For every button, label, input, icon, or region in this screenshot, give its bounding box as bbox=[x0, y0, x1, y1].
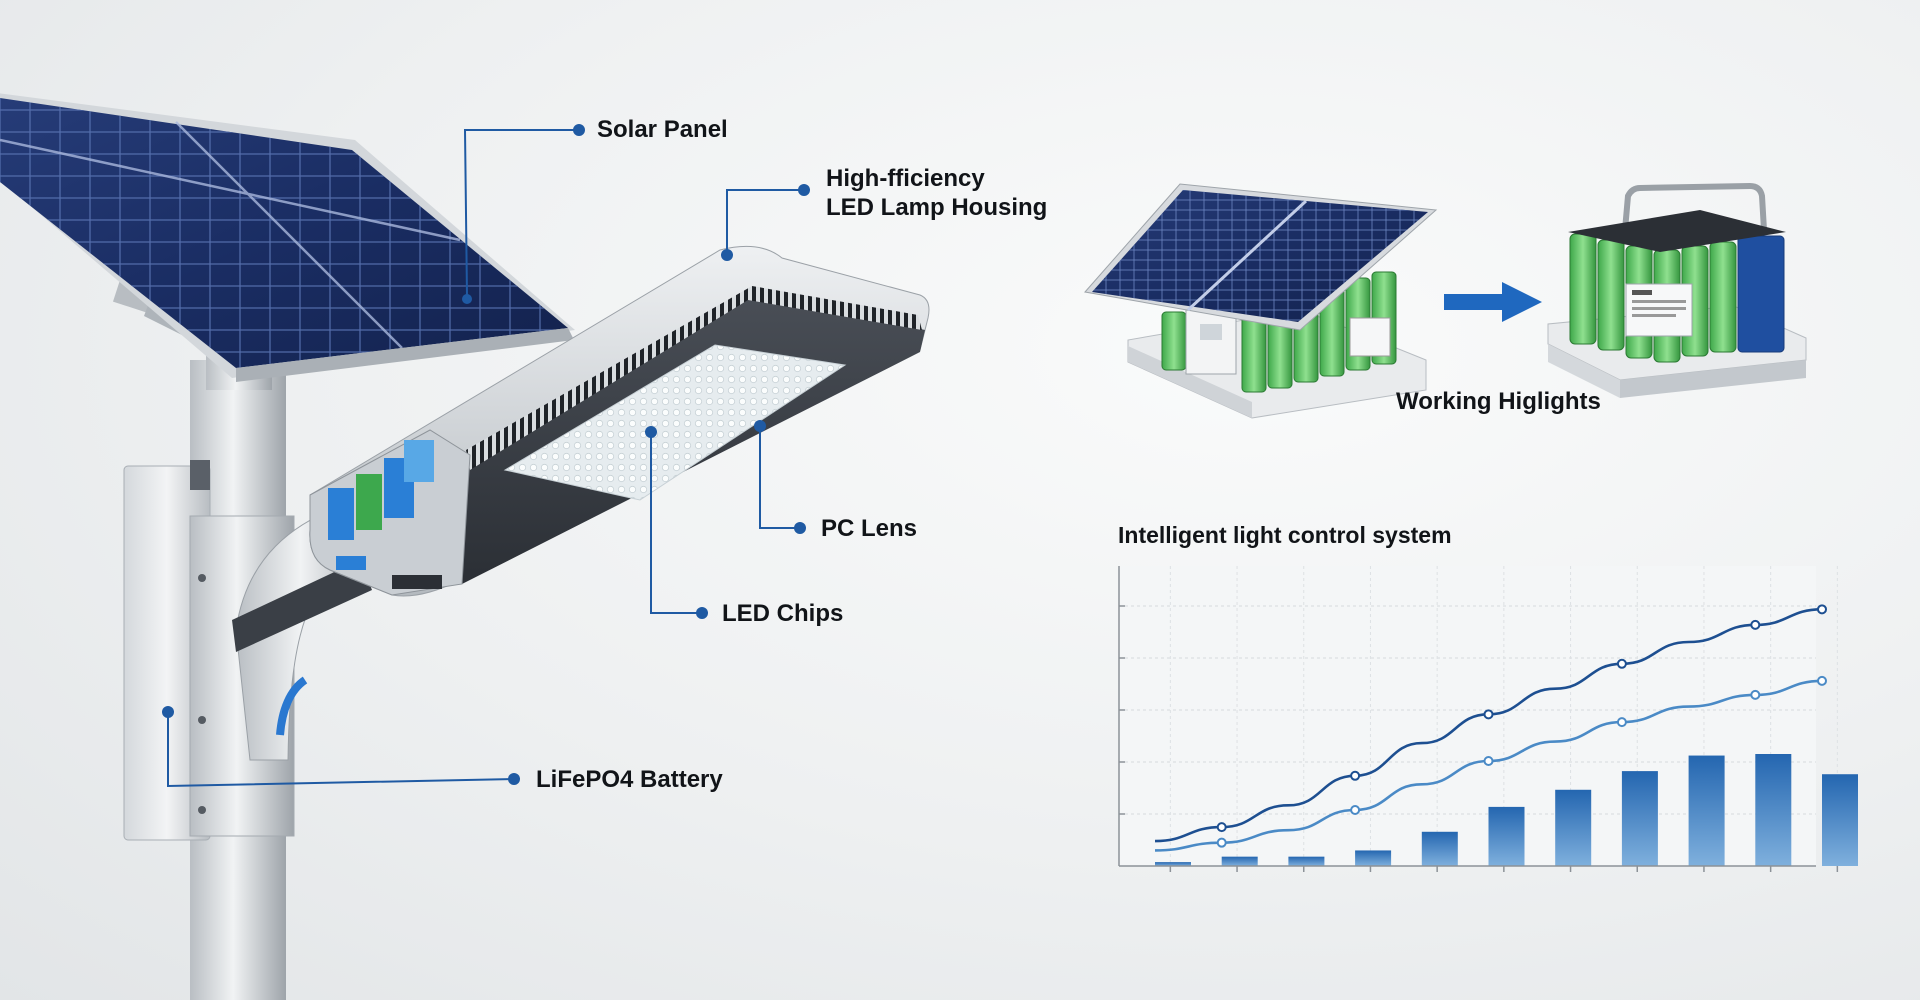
callout-anchor-battery bbox=[162, 706, 174, 718]
chart-grid bbox=[1119, 566, 1838, 866]
callout-label-battery: LiFePO4 Battery bbox=[536, 766, 723, 793]
callout-label-led-housing-line1: High-fficiency bbox=[826, 165, 985, 192]
chart-point bbox=[1483, 709, 1494, 720]
chart-lines bbox=[1154, 604, 1827, 852]
callout-anchor-pc-lens bbox=[754, 420, 766, 432]
callout-line-solar-panel bbox=[463, 129, 579, 298]
battery-pack-icon bbox=[1547, 182, 1807, 398]
chart-point bbox=[1350, 770, 1361, 781]
panel-battery-unit-icon bbox=[1084, 183, 1438, 419]
lamp-arm-upper bbox=[232, 560, 372, 652]
callout-anchor-led-chips bbox=[645, 426, 657, 438]
working-highlights: Working Higlights bbox=[1084, 182, 1807, 419]
chart-bar bbox=[1421, 831, 1458, 866]
chart-bar bbox=[1555, 789, 1592, 866]
chart-point bbox=[1750, 689, 1761, 700]
callout-dot-pc-lens bbox=[794, 522, 806, 534]
callout-label-pc-lens: PC Lens bbox=[821, 515, 917, 542]
chart-point bbox=[1216, 822, 1227, 833]
callout-dot-led-chips bbox=[696, 607, 708, 619]
callout-line-pc-lens bbox=[759, 426, 800, 529]
chart-axes bbox=[1118, 566, 1839, 872]
chart-point bbox=[1216, 837, 1227, 848]
chart-bar bbox=[1155, 862, 1191, 866]
callout-anchor-solar-panel bbox=[462, 294, 472, 304]
chart-point bbox=[1350, 805, 1361, 815]
callout-dot-led-housing bbox=[798, 184, 810, 196]
chart-bar bbox=[1688, 755, 1725, 866]
chart-point bbox=[1817, 604, 1827, 615]
callout-line-led-chips bbox=[650, 432, 702, 614]
chart-title: Intelligent light control system bbox=[1118, 522, 1452, 548]
callout-label-solar-panel: Solar Panel bbox=[597, 116, 728, 143]
chart-bar bbox=[1755, 754, 1792, 866]
chart-bar bbox=[1288, 856, 1325, 866]
chart-point bbox=[1616, 717, 1627, 728]
chart-bar bbox=[1621, 771, 1658, 866]
chart-point bbox=[1616, 658, 1627, 669]
chart-bar bbox=[1355, 850, 1392, 866]
led-lamp-head bbox=[309, 245, 930, 597]
callout-line-battery bbox=[167, 712, 515, 788]
chart-bar bbox=[1822, 774, 1858, 866]
chart-point bbox=[1750, 619, 1761, 630]
callout-anchor-led-housing bbox=[721, 249, 733, 261]
street-light-illustration bbox=[0, 93, 930, 1000]
callouts bbox=[167, 129, 804, 788]
callout-line-led-housing bbox=[726, 189, 804, 255]
callout-dot-solar-panel bbox=[573, 124, 585, 136]
arrow-icon bbox=[1444, 282, 1542, 322]
working-highlights-title: Working Higlights bbox=[1396, 388, 1601, 415]
chart-bar bbox=[1488, 806, 1525, 866]
light-control-chart: Intelligent light control system bbox=[1118, 522, 1858, 872]
chart-point bbox=[1483, 756, 1494, 766]
chart-point bbox=[1817, 675, 1827, 686]
solar-panel-illustration bbox=[0, 93, 575, 382]
callout-label-led-housing-line2: LED Lamp Housing bbox=[826, 194, 1047, 221]
callout-dot-battery bbox=[508, 773, 520, 785]
callout-label-led-chips: LED Chips bbox=[722, 600, 843, 627]
chart-bars bbox=[1155, 754, 1858, 866]
chart-bar bbox=[1221, 856, 1258, 866]
callout-dots bbox=[162, 124, 810, 785]
